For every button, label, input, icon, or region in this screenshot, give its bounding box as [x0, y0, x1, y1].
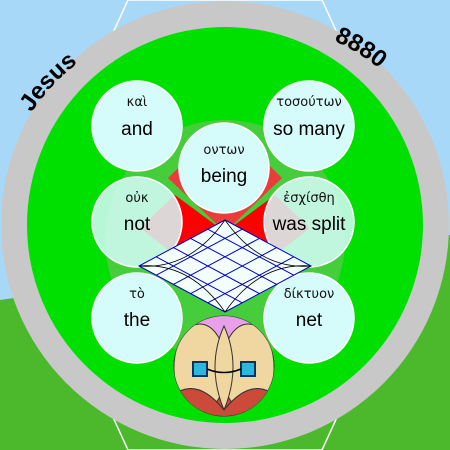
bubble-net-circle: [263, 272, 355, 364]
greek-word-the: τὸ: [129, 287, 145, 302]
bubble-the-circle: [91, 272, 183, 364]
net-line: [207, 256, 295, 304]
english-word-so-many: so many: [273, 119, 345, 140]
net-grid-icon: [137, 219, 313, 313]
english-word-not: not: [124, 214, 151, 235]
greek-word-being: οντων: [203, 143, 244, 158]
bubble-and: καὶ and: [91, 80, 183, 172]
greek-word-so-many: τοσούτων: [276, 95, 341, 110]
greek-word-and: καὶ: [127, 95, 148, 110]
bubble-not-circle: [91, 176, 183, 268]
bubble-so-many: τοσούτων so many: [263, 80, 355, 172]
net-line: [207, 228, 295, 276]
right-eye-icon: [240, 361, 256, 377]
english-word-being: being: [201, 166, 248, 187]
face-mouth: [206, 368, 242, 374]
bubble-so-many-circle: [263, 80, 355, 172]
net-line: [155, 256, 243, 304]
bubble-net: δίκτυον net: [263, 272, 355, 364]
english-word-was-split: was split: [272, 214, 347, 235]
english-word-net: net: [296, 310, 323, 331]
bubble-being-circle: [178, 122, 270, 214]
net-line: [155, 228, 243, 276]
greek-word-net: δίκτυον: [284, 287, 335, 302]
greek-word-not: οὐκ: [125, 191, 148, 206]
bubble-and-circle: [91, 80, 183, 172]
net-curves: [138, 219, 312, 313]
english-word-the: the: [124, 310, 150, 331]
bubble-not: οὐκ not: [91, 176, 183, 268]
bubble-the: τὸ the: [91, 272, 183, 364]
fish-face-icon: [173, 315, 275, 417]
bubble-was-split: ἐσχίσθη was split: [263, 176, 355, 268]
left-eye-icon: [192, 361, 208, 377]
english-word-and: and: [121, 119, 153, 140]
greek-word-was-split: ἐσχίσθη: [283, 191, 335, 206]
bubble-being: οντων being: [178, 122, 270, 214]
